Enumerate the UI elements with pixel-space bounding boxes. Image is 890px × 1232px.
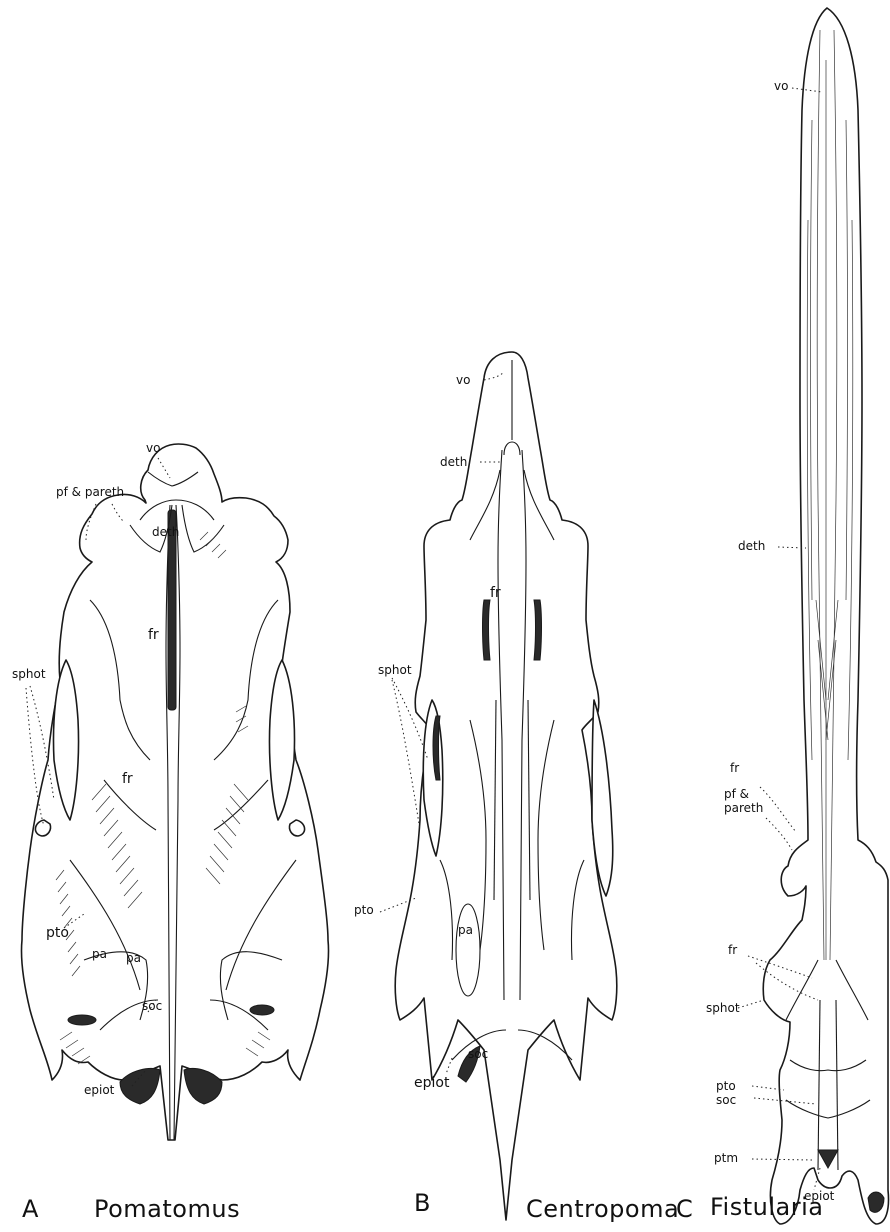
label-b-sphot: sphot [378, 664, 412, 676]
label-c-ptm: ptm [714, 1152, 738, 1164]
label-b-soc: soc [468, 1048, 488, 1060]
label-c-sphot: sphot [706, 1002, 740, 1014]
label-a-pf-pareth: pf & pareth [56, 486, 124, 498]
label-a-fr-lower: fr [122, 772, 133, 786]
skull-a-pomatomus [21, 444, 328, 1140]
label-a-deth: deth [152, 526, 179, 538]
caption-a-genus: Pomatomus [94, 1196, 240, 1222]
label-c-deth: deth [738, 540, 765, 552]
label-b-pto: pto [354, 904, 374, 916]
label-a-pa-right: pa [126, 952, 141, 964]
label-a-vo: vo [146, 442, 160, 454]
caption-b-letter: B [414, 1190, 431, 1216]
label-b-deth: deth [440, 456, 467, 468]
caption-b-genus: Centropoma [526, 1196, 679, 1222]
label-a-pa-left: pa [92, 948, 107, 960]
label-b-vo: vo [456, 374, 470, 386]
label-c-fr-lower: fr [728, 944, 737, 956]
label-c-pf-line2: pareth [724, 802, 763, 814]
skull-c-fistularia [738, 8, 889, 1224]
label-a-fr-upper: fr [148, 628, 159, 642]
label-c-soc: soc [716, 1094, 736, 1106]
label-b-epiot: epiot [414, 1076, 449, 1090]
caption-a-letter: A [22, 1196, 39, 1222]
label-c-pto: pto [716, 1080, 736, 1092]
caption-c-genus: Fistularia [710, 1194, 823, 1220]
label-c-fr-upper: fr [730, 762, 739, 774]
label-a-epiot: epiot [84, 1084, 114, 1096]
label-b-fr: fr [490, 586, 501, 600]
label-a-soc: soc [142, 1000, 162, 1012]
label-c-pf-line1: pf & [724, 788, 749, 800]
label-a-sphot: sphot [12, 668, 46, 680]
caption-c-letter: C [676, 1196, 693, 1222]
label-a-pto: pto [46, 926, 69, 940]
label-c-vo: vo [774, 80, 788, 92]
label-b-pa: pa [458, 924, 473, 936]
